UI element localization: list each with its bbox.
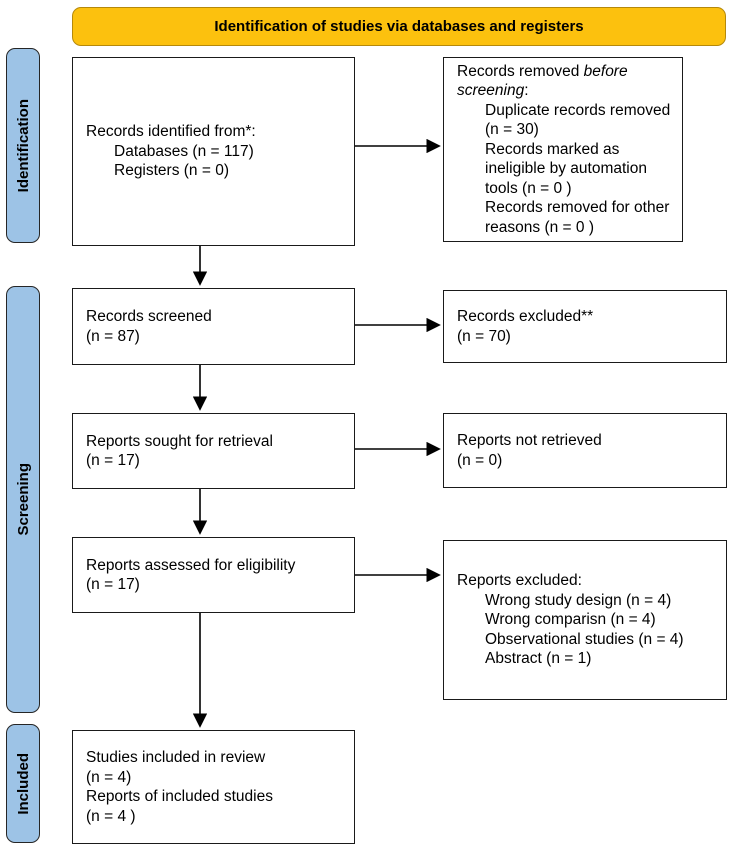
box-reports-sought: Reports sought for retrieval (n = 17) [72,413,355,489]
records-identified-databases: Databases (n = 117) [114,142,254,160]
box-reports-excluded: Reports excluded: Wrong study design (n … [443,540,727,700]
records-identified-registers: Registers (n = 0) [114,162,230,180]
reports-excluded-observational: Observational studies (n = 4) [485,630,684,648]
phase-included: Included [6,724,40,843]
box-reports-assessed: Reports assessed for eligibility (n = 17… [72,537,355,613]
box-records-screened: Records screened (n = 87) [72,288,355,365]
box-records-removed: Records removed before screening: Duplic… [443,57,683,242]
records-screened-label: Records screened [86,308,212,325]
phase-screening: Screening [6,286,40,713]
records-removed-title-italic: before screening [457,62,628,100]
records-screened-count: (n = 87) [86,327,140,345]
studies-included-line2: (n = 4) [86,768,132,786]
studies-included-line4: (n = 4 ) [86,807,136,825]
reports-sought-label: Reports sought for retrieval [86,432,273,450]
records-removed-other: Records removed for other reasons (n = 0… [485,199,670,236]
box-reports-not-retrieved: Reports not retrieved (n = 0) [443,413,727,488]
records-identified-title: Records identified from*: [86,123,256,141]
reports-assessed-count: (n = 17) [86,576,140,593]
studies-included-line1: Studies included in review [86,749,266,766]
box-records-identified: Records identified from*: Databases (n =… [72,57,355,246]
records-removed-title-prefix: Records removed [457,62,584,80]
records-removed-automation: Records marked as ineligible by automati… [485,140,647,197]
diagram-title: Identification of studies via databases … [214,18,584,35]
reports-not-retrieved-count: (n = 0) [457,451,503,469]
records-excluded-count: (n = 70) [457,327,511,345]
reports-excluded-title: Reports excluded: [457,572,582,590]
reports-excluded-design: Wrong study design (n = 4) [485,591,672,609]
phase-screening-label: Screening [14,463,32,536]
reports-excluded-abstract: Abstract (n = 1) [485,650,592,668]
records-removed-title: Records removed before screening: [457,62,676,101]
box-studies-included: Studies included in review (n = 4) Repor… [72,730,355,844]
reports-not-retrieved-label: Reports not retrieved [457,432,602,449]
reports-excluded-comparison: Wrong comparisn (n = 4) [485,611,656,629]
reports-assessed-label: Reports assessed for eligibility [86,556,296,574]
records-excluded-label: Records excluded** [457,308,594,325]
diagram-title-banner: Identification of studies via databases … [72,7,726,46]
phase-included-label: Included [14,752,32,815]
records-removed-duplicates: Duplicate records removed (n = 30) [485,101,671,139]
phase-identification: Identification [6,48,40,243]
studies-included-line3: Reports of included studies [86,788,273,805]
reports-sought-count: (n = 17) [86,452,140,469]
box-records-excluded: Records excluded** (n = 70) [443,290,727,363]
records-removed-title-suffix: : [524,82,529,100]
phase-identification-label: Identification [14,98,32,193]
